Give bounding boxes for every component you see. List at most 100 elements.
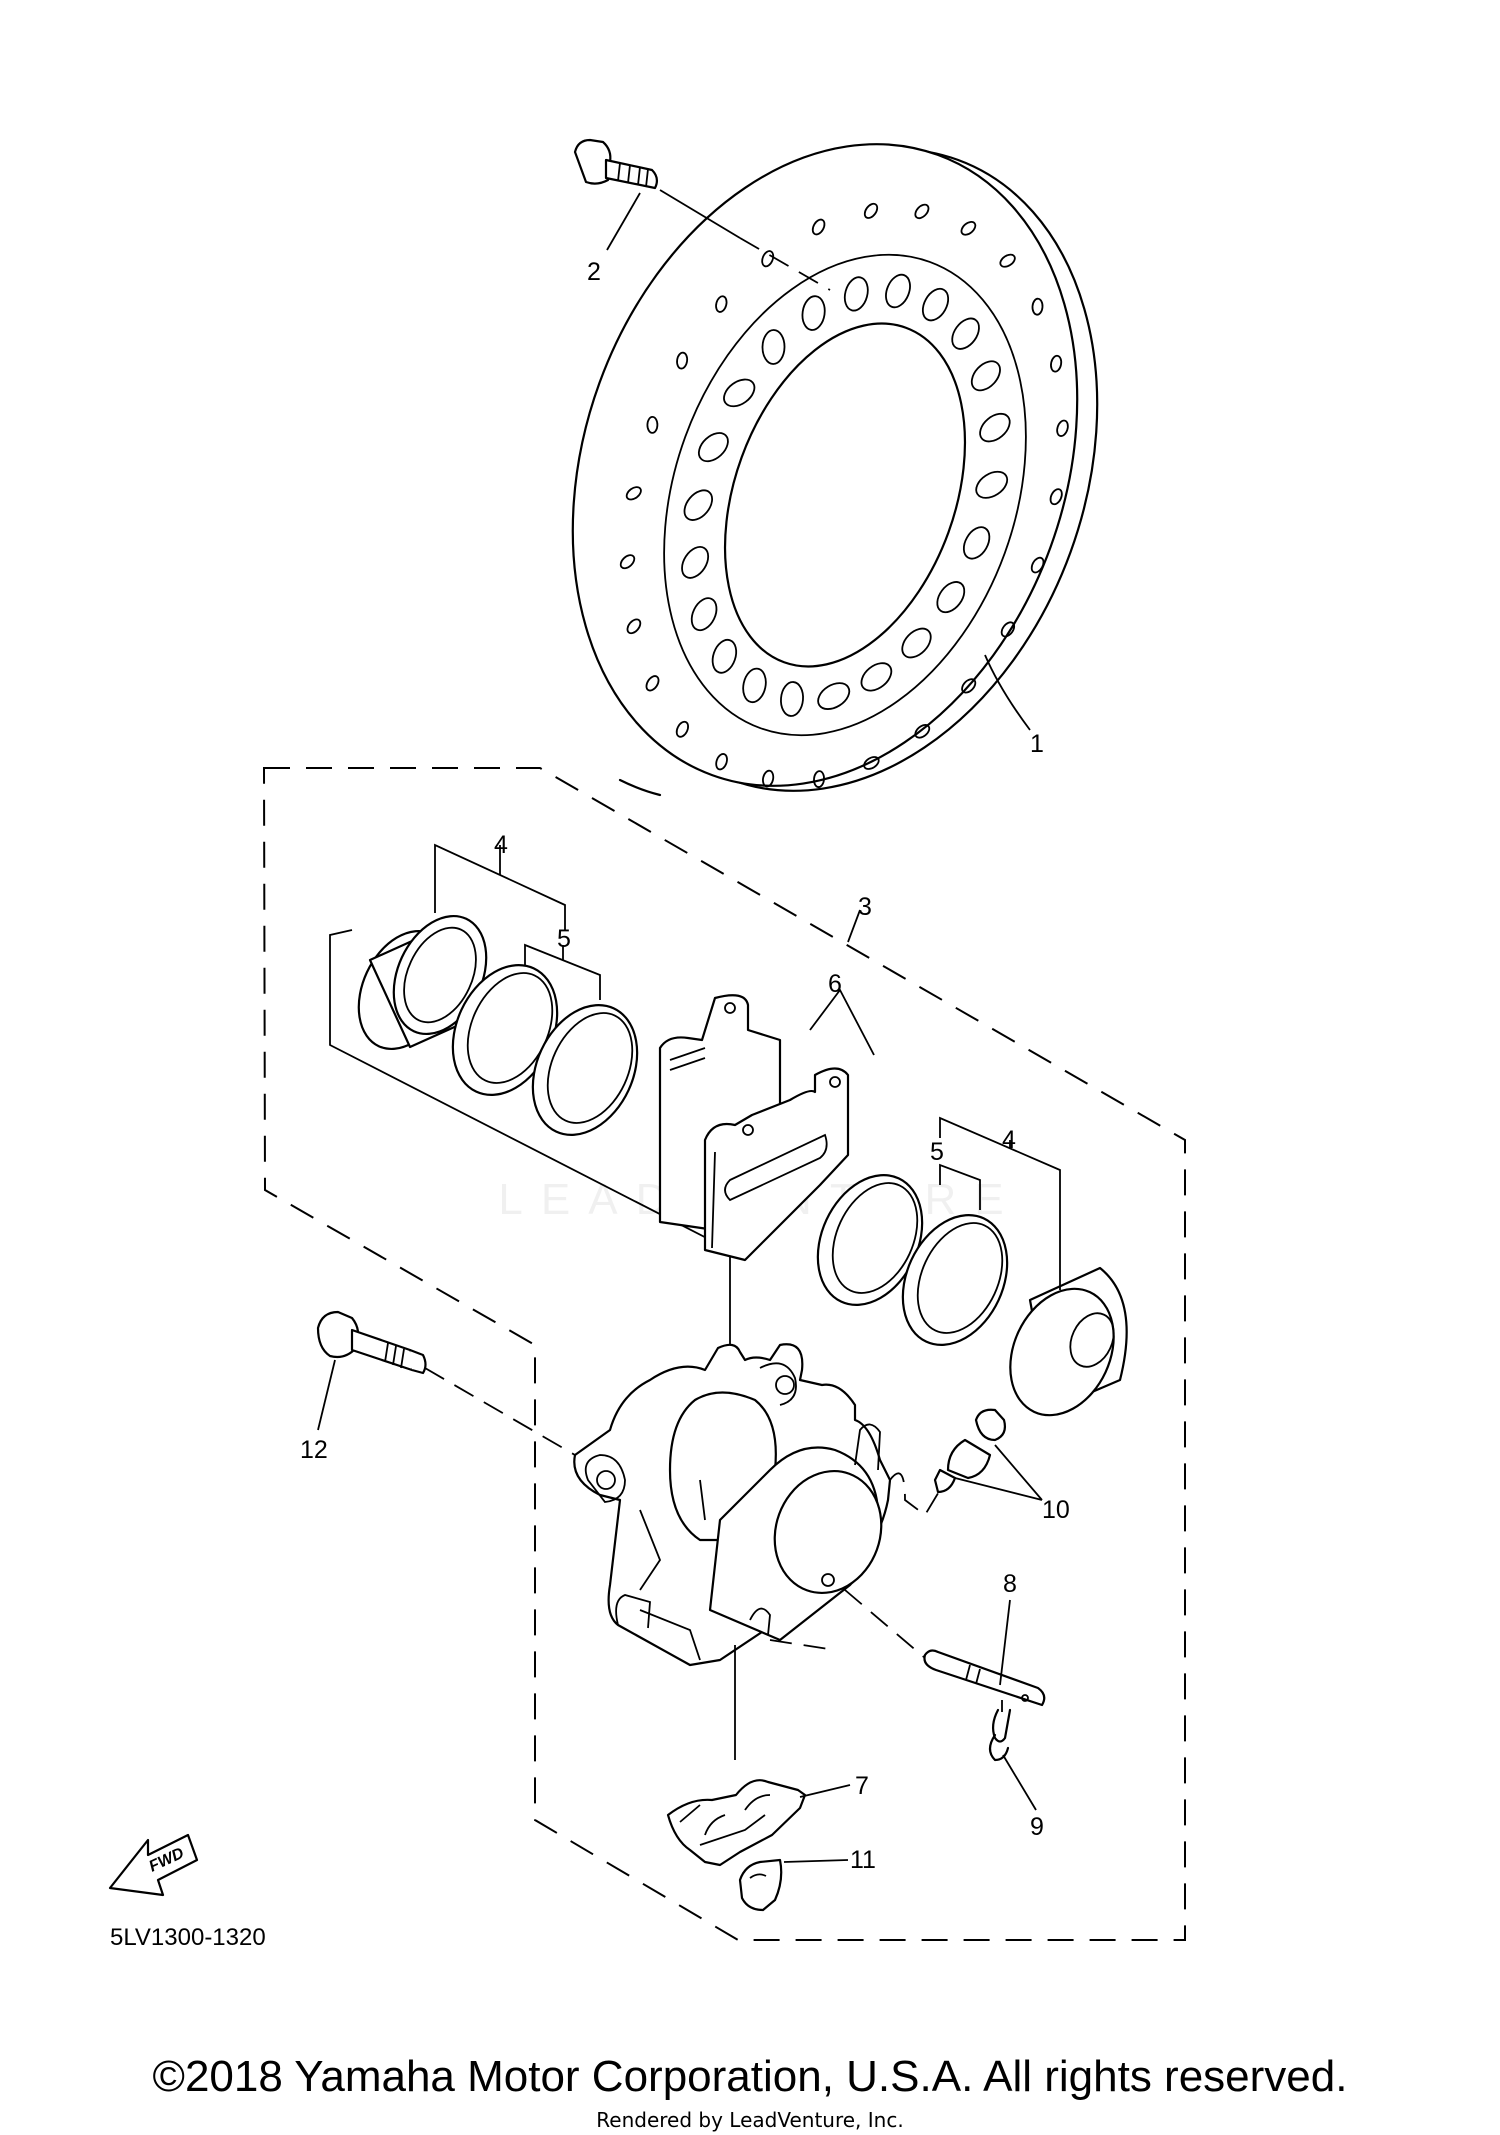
disc-drill-hole xyxy=(715,295,728,313)
bolt-to-caliper-line xyxy=(424,1367,576,1456)
disc-slot xyxy=(885,273,911,309)
disc-drill-hole xyxy=(676,351,689,370)
bleed-screw-and-cap[interactable] xyxy=(933,1408,1007,1494)
callout-12[interactable]: 12 xyxy=(300,1436,328,1464)
disc-drill-hole xyxy=(626,618,642,635)
disc-drill-hole xyxy=(1050,354,1063,373)
piston-seal-left-b[interactable] xyxy=(513,988,657,1152)
brake-pad-front[interactable] xyxy=(703,1067,850,1262)
disc-slot xyxy=(936,581,966,614)
disc-outer-holes xyxy=(619,202,1069,788)
disc-drill-hole xyxy=(914,724,931,739)
disc-drill-hole xyxy=(1030,556,1045,574)
bleed-screw-install-line xyxy=(889,1472,941,1517)
forward-direction-arrow-icon: FWD xyxy=(108,1833,199,1897)
disc-slot xyxy=(801,295,826,331)
disc-drill-hole xyxy=(999,253,1016,268)
disc-slot xyxy=(761,329,786,365)
pin-to-caliper-line xyxy=(844,1589,926,1659)
disc-bolt[interactable] xyxy=(573,138,659,190)
callout-7[interactable]: 7 xyxy=(855,1772,869,1800)
callout-5-right[interactable]: 5 xyxy=(930,1138,944,1166)
callout-3[interactable]: 3 xyxy=(858,893,872,921)
callout-2[interactable]: 2 xyxy=(587,258,601,286)
disc-drill-hole xyxy=(863,756,880,770)
callout-5-left[interactable]: 5 xyxy=(557,925,571,953)
piston-seal-right-b[interactable] xyxy=(883,1198,1027,1362)
pin-to-caliper-line-2 xyxy=(769,1639,836,1651)
disc-slot xyxy=(962,526,991,560)
callout-9[interactable]: 9 xyxy=(1030,1813,1044,1841)
callout-1[interactable]: 1 xyxy=(1030,730,1044,758)
callout-8[interactable]: 8 xyxy=(1003,1570,1017,1598)
disc-slot xyxy=(975,470,1009,499)
disc-slot xyxy=(817,682,851,710)
callout-11-leader xyxy=(783,1859,849,1863)
callout-4-left[interactable]: 4 xyxy=(494,831,508,859)
disc-inner-slots xyxy=(681,273,1011,717)
caliper-assembly-boundary xyxy=(262,767,1186,1941)
piston-left-to-caliper-line xyxy=(329,929,731,1520)
brake-disc[interactable] xyxy=(487,73,1184,862)
rendered-by-notice: Rendered by LeadVenture, Inc. xyxy=(596,2108,904,2132)
callout-9-leader xyxy=(1002,1754,1037,1811)
copyright-notice: ©2018 Yamaha Motor Corporation, U.S.A. A… xyxy=(152,2052,1348,2101)
bolt-to-disc-hidden-line xyxy=(739,237,831,291)
disc-drill-hole xyxy=(961,678,977,694)
disc-drill-hole xyxy=(675,720,690,738)
disc-slot xyxy=(681,546,710,579)
disc-slot xyxy=(683,489,713,521)
disc-slot xyxy=(742,667,767,704)
disc-slot xyxy=(711,638,738,674)
disc-drill-hole xyxy=(625,486,642,501)
pad-retaining-clip[interactable] xyxy=(738,1858,783,1912)
callout-8-leader xyxy=(999,1599,1011,1686)
disc-slot xyxy=(951,317,980,350)
disc-drill-hole xyxy=(1049,488,1063,506)
disc-drill-hole xyxy=(1000,621,1016,638)
callout-6-leader xyxy=(809,988,875,1056)
callout-10-leader xyxy=(954,1444,1043,1501)
disc-slot xyxy=(970,360,1001,392)
disc-drill-hole xyxy=(813,770,825,788)
callout-2-leader xyxy=(606,192,641,251)
callout-12-leader xyxy=(317,1359,336,1431)
disc-slot xyxy=(690,597,718,632)
piston-right[interactable] xyxy=(991,1266,1134,1432)
disc-slot xyxy=(921,287,950,322)
caliper-mounting-bolt[interactable] xyxy=(316,1310,427,1375)
disc-slot xyxy=(860,662,893,692)
disc-drill-hole xyxy=(960,220,977,236)
callout-4-right[interactable]: 4 xyxy=(1002,1126,1016,1154)
diagram-code: 5LV1300-1320 xyxy=(110,1924,266,1951)
disc-drill-hole xyxy=(811,218,826,236)
callout-6[interactable]: 6 xyxy=(828,970,842,998)
pad-support-spring[interactable] xyxy=(666,1779,807,1867)
callout-5-bracket-right xyxy=(939,1163,981,1210)
disc-drill-hole xyxy=(914,203,930,220)
disc-drill-hole xyxy=(761,250,775,268)
disc-drill-hole xyxy=(1056,419,1069,437)
callout-4-bracket-right xyxy=(939,1116,1061,1290)
caliper-body[interactable] xyxy=(573,1343,898,1667)
disc-drill-hole xyxy=(645,675,660,692)
pad-pin[interactable] xyxy=(923,1649,1046,1707)
disc-slot xyxy=(697,432,729,463)
disc-slot xyxy=(723,378,756,408)
callout-1-leader xyxy=(984,654,1031,731)
disc-slot xyxy=(780,681,804,717)
disc-slot xyxy=(901,627,932,659)
callout-10[interactable]: 10 xyxy=(1042,1496,1070,1524)
disc-drill-hole xyxy=(715,753,728,771)
pin-clip[interactable] xyxy=(988,1700,1012,1762)
bolt-to-disc-line xyxy=(659,189,741,239)
disc-drill-hole xyxy=(1031,297,1044,316)
callout-11[interactable]: 11 xyxy=(850,1846,876,1874)
disc-drill-hole xyxy=(646,416,659,434)
disc-slot xyxy=(979,412,1011,443)
callout-7-leader xyxy=(799,1784,851,1798)
disc-drill-hole xyxy=(762,769,775,788)
disc-slot xyxy=(843,276,869,312)
callout-3-leader xyxy=(847,909,861,943)
